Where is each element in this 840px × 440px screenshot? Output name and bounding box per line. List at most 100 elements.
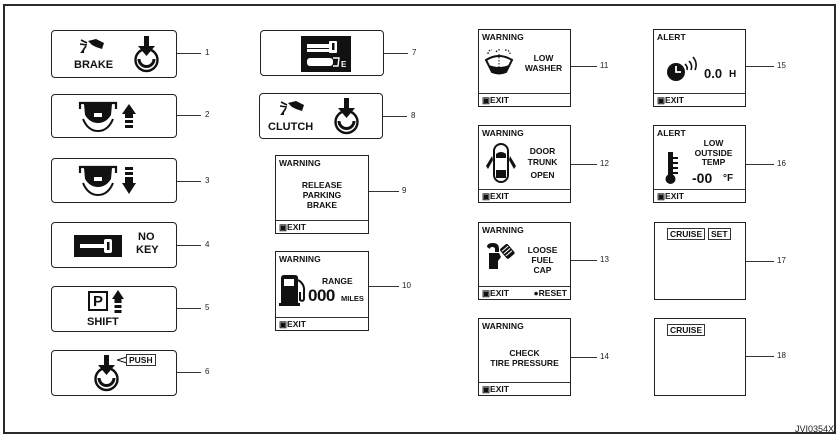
callout-7: 7 [412,48,417,57]
indicator-no-key: NO KEY [51,222,177,268]
message-line-1: LOW [703,138,724,148]
message-line-1: RELEASE [301,180,343,190]
callout-line-3 [177,181,201,183]
message-line-2: PARKING [302,190,342,200]
callout-line-9 [369,191,399,193]
message-line: CHECK TIRE PRESSURE [479,348,570,368]
arrow-up-icon [112,290,124,313]
display-footer: ▣EXIT [479,93,570,106]
exit-label: EXIT [490,191,509,201]
arrow-down-icon [122,167,136,194]
indicator-brake-push: BRAKE [51,30,177,78]
exit-icon: ▣ [482,95,491,105]
exit-label: EXIT [665,191,684,201]
warning-header: WARNING [482,32,524,42]
callout-9: 9 [402,186,407,195]
message-line-1: CHECK [509,348,540,358]
washer-fluid-icon [484,49,514,75]
figure-frame [3,4,836,434]
callout-line-4 [177,245,201,247]
exit-button[interactable]: ▣EXIT [657,191,684,202]
callout-line-11 [571,66,597,68]
exit-label: EXIT [490,95,509,105]
exit-button[interactable]: ▣EXIT [279,319,306,330]
exit-label: EXIT [490,384,509,394]
display-footer: ▣EXIT [276,220,368,233]
display-timer-alert: ALERT 0.0 H ▣EXIT [653,29,746,107]
display-footer: ▣EXIT [654,189,745,202]
message-line-2: FUEL [531,255,554,265]
callout-line-5 [177,308,201,310]
indicator-push-start: PUSH [51,350,177,396]
push-button-icon [134,36,159,73]
alert-header: ALERT [657,32,686,42]
foot-press-icon [279,101,304,115]
gear-p-icon: P [88,291,108,311]
warning-header: WARNING [482,225,524,235]
reset-button[interactable]: ●RESET [534,288,567,298]
callout-4: 4 [205,240,210,249]
callout-15: 15 [777,61,786,70]
exit-icon: ▣ [657,191,666,201]
range-value: 000 [308,286,335,305]
message-line-3: BRAKE [306,200,338,210]
push-tag: PUSH [126,354,156,366]
brake-label: BRAKE [74,59,114,71]
exit-button[interactable]: ▣EXIT [482,288,509,299]
exit-label: EXIT [490,288,509,298]
callout-line-18 [746,356,774,358]
clutch-label: CLUTCH [268,121,314,133]
exit-button[interactable]: ▣EXIT [657,95,684,106]
callout-line-10 [369,286,399,288]
speech-pointer-icon [117,356,127,364]
indicator-seat-down [51,158,177,203]
figure-id-label: JVI0354X [794,424,834,434]
reset-label: RESET [538,288,567,298]
foot-press-icon [79,39,104,53]
exit-label: EXIT [287,319,306,329]
warning-header: WARNING [279,254,321,264]
callout-12: 12 [600,159,609,168]
message-line-1: LOOSE [527,245,558,255]
temp-unit: °F [723,173,734,184]
range-unit: MILES [341,294,364,303]
indicator-shift-park: P SHIFT [51,286,177,332]
timer-value: 0.0 [704,66,723,81]
seat-icon [78,101,118,133]
message-line-2: OUTSIDE [694,147,733,158]
push-button-icon [94,355,119,392]
message-line: LOOSE FUEL CAP [517,245,568,275]
display-check-tire-pressure: WARNING CHECK TIRE PRESSURE ▣EXIT [478,318,571,396]
exit-button[interactable]: ▣EXIT [279,222,306,233]
callout-11: 11 [600,61,609,70]
callout-14: 14 [600,352,609,361]
display-range: WARNING RANGE 000 MILES ▣EXIT [275,251,369,331]
exit-icon: ▣ [482,384,491,394]
callout-6: 6 [205,367,210,376]
exit-button[interactable]: ▣EXIT [482,191,509,202]
display-footer: ▣EXIT [654,93,745,106]
timer-unit: H [729,69,737,80]
exit-button[interactable]: ▣EXIT [482,384,509,395]
exit-button[interactable]: ▣EXIT [482,95,509,106]
message-line: LOW OUTSIDE TEMP [684,138,743,168]
warning-header: WARNING [482,128,524,138]
range-label: RANGE [322,276,353,286]
callout-line-6 [177,372,201,374]
callout-line-8 [383,116,407,118]
callout-3: 3 [205,176,210,185]
fuel-pump-icon [279,275,306,306]
exit-label: EXIT [665,95,684,105]
message-line-3: OPEN [530,170,555,180]
display-loose-fuel-cap: WARNING LOOSE FUEL CAP ▣EXIT ●RESET [478,222,571,300]
indicator-key-battery: E [260,30,384,76]
message-line-2: TIRE PRESSURE [490,358,559,368]
key-e-letter: E [341,60,347,69]
exit-icon: ▣ [482,288,491,298]
display-footer: ▣EXIT [276,317,368,330]
callout-8: 8 [411,111,416,120]
push-button-icon [334,98,359,135]
exit-icon: ▣ [279,319,288,329]
callout-line-13 [571,260,597,262]
clock-chime-icon [667,56,697,81]
